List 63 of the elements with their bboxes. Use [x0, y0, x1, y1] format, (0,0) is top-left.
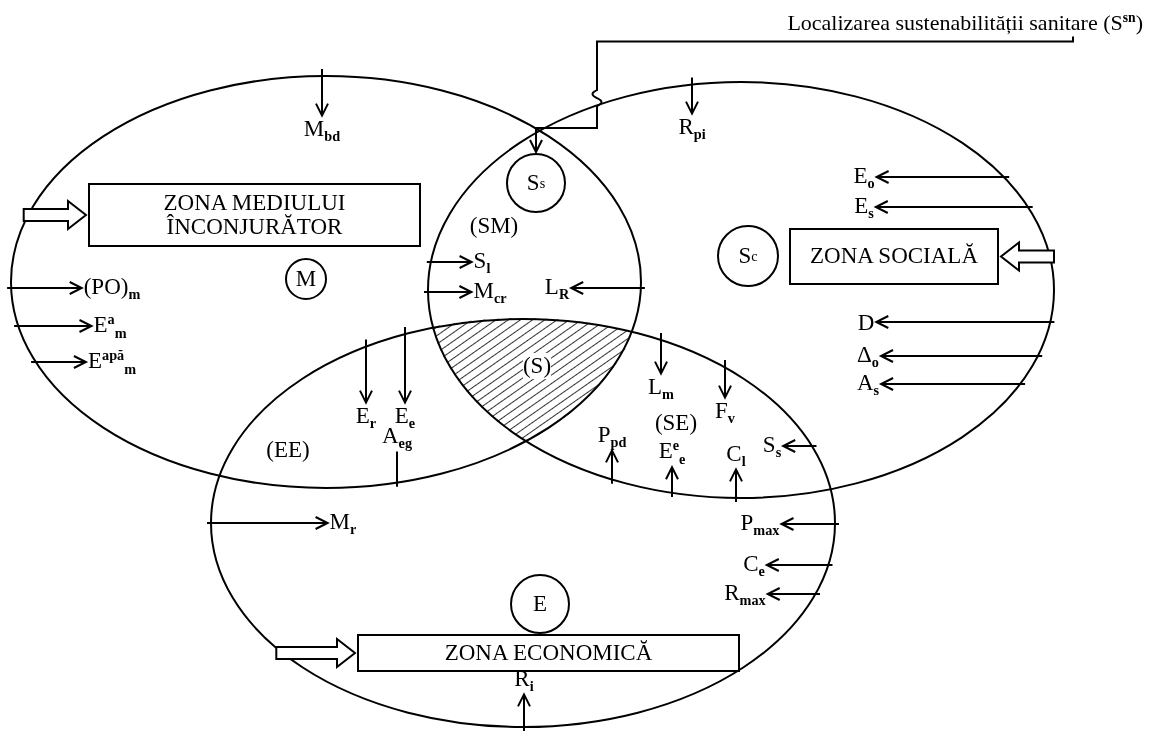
- variable-label: F$_{v}$: [715, 398, 735, 426]
- variable-label: M$_{r}$: [329, 509, 357, 537]
- arrow: [875, 170, 1011, 184]
- arrow: [359, 338, 373, 404]
- block-arrow: [22, 198, 88, 232]
- variable-label: D: [857, 310, 875, 334]
- variable-label: L$_{m}$: [648, 374, 674, 402]
- region-label: (EE): [266, 437, 310, 463]
- arrow: [13, 319, 93, 333]
- variable-label: E$_{r}$: [355, 403, 377, 431]
- variable-label: R$_{max}$: [724, 580, 766, 608]
- variable-label: M$_{bd}$: [303, 116, 341, 144]
- variable-label: (PO)$_{m}$: [83, 274, 141, 302]
- variable-label: M$_{cr}$: [473, 278, 507, 306]
- symbol-circle: E: [510, 574, 570, 634]
- variable-label: S$_{s}$: [762, 432, 782, 460]
- variable-label: P$_{max}$: [740, 510, 780, 538]
- arrow: [765, 558, 834, 572]
- arrow: [665, 466, 679, 498]
- variable-label: C$_{e}$: [743, 551, 765, 579]
- arrow: [398, 326, 412, 404]
- arrow: [206, 516, 329, 530]
- arrow: [517, 693, 531, 731]
- variable-label: A$_{s}$: [856, 370, 880, 398]
- variable-label: C$_{l}$: [726, 441, 746, 469]
- variable-label: E$_{o}$: [853, 163, 875, 191]
- arrow: [718, 359, 732, 399]
- arrow: [782, 439, 818, 453]
- arrow: [766, 587, 821, 601]
- arrow: [880, 377, 1027, 391]
- block-arrow: [999, 240, 1055, 273]
- variable-label: P$_{pd}$: [597, 422, 627, 450]
- connector-line: [396, 450, 398, 488]
- arrow: [315, 68, 329, 117]
- arrow: [425, 255, 473, 269]
- callout-text: Localizarea sustenabilității sanitare (S$^{sn}$): [787, 10, 1143, 36]
- arrow: [880, 349, 1044, 363]
- variable-label: S$_{l}$: [473, 248, 491, 276]
- arrow: [654, 331, 668, 375]
- variable-label: L$_{R}$: [544, 274, 570, 302]
- region-label: (SE): [654, 410, 698, 436]
- zone-circle: [210, 318, 836, 728]
- region-label: (S): [522, 353, 552, 379]
- arrow: [570, 281, 646, 295]
- arrow: [605, 449, 619, 485]
- arrow: [30, 355, 87, 369]
- arrow: [874, 200, 1034, 214]
- zone-label-box: ZONA MEDIULUI ÎNCONJURĂTOR: [88, 183, 421, 247]
- variable-label: E$_{s}$: [854, 193, 874, 221]
- block-arrow: [275, 636, 357, 670]
- variable-label: R$_{pi}$: [678, 114, 706, 142]
- arrow: [685, 76, 699, 115]
- arrow: [6, 281, 83, 295]
- variable-label: E$_{e}$: [394, 403, 416, 431]
- region-label: (SM): [469, 213, 519, 239]
- symbol-circle: M: [285, 258, 327, 300]
- arrow: [780, 517, 840, 531]
- variable-label: Δ$_{o}$: [857, 342, 879, 370]
- arrow: [423, 285, 473, 299]
- arrow: [875, 315, 1056, 329]
- arrow: [729, 468, 743, 503]
- zone-label-box: ZONA ECONOMICĂ: [357, 634, 740, 672]
- zone-label-box: ZONA SOCIALĂ: [789, 228, 999, 285]
